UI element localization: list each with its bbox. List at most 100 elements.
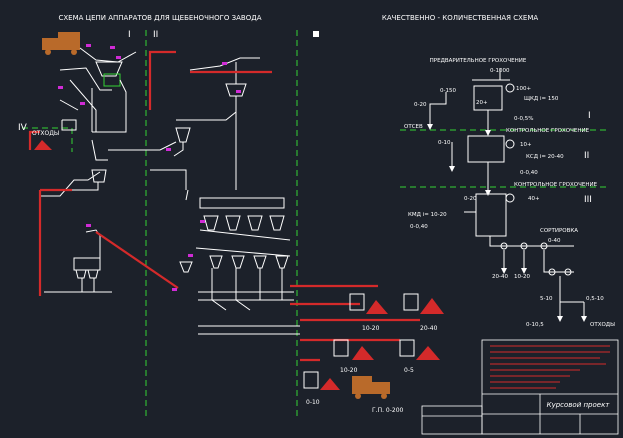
return-line-1	[40, 171, 101, 197]
crusher-box-3	[475, 193, 507, 237]
truck-top-load	[58, 32, 80, 40]
flow-top-left-1: 0-150	[440, 88, 456, 94]
flow-sort-br: 0,5-10	[586, 296, 604, 302]
flow-node-1	[505, 83, 515, 93]
sort-node-5	[564, 268, 572, 276]
truck-top-wheel-1	[45, 49, 51, 55]
sort-node-1	[500, 242, 508, 250]
title-block-left-frame	[421, 405, 483, 435]
lower-hopper-4	[275, 255, 289, 269]
pile-3	[352, 346, 374, 360]
product-label-2: 20-40	[420, 325, 438, 332]
feeder-line	[79, 47, 137, 63]
flow-stage1-roman: I	[588, 111, 591, 121]
flow-arrows	[427, 124, 587, 322]
feeder-hopper-1	[75, 269, 87, 279]
bin-2	[403, 293, 419, 311]
marker-4	[80, 102, 85, 105]
truck-bottom-wheel-2	[381, 393, 387, 399]
red-incline	[95, 231, 179, 289]
flow-node-2	[505, 139, 515, 149]
flow-stage2-roman: II	[584, 151, 589, 161]
truck-bottom-wheel-1	[355, 393, 361, 399]
stage-label-iii-box	[313, 31, 319, 37]
waste-pile	[34, 140, 52, 150]
flow-sort-feed: 0-40	[548, 238, 561, 244]
flow-sort-left: 20-40	[492, 274, 508, 280]
sort-drop-3	[543, 250, 574, 273]
cone-out	[173, 142, 184, 157]
screen-deck-2	[195, 247, 291, 257]
flow-left-1	[429, 92, 447, 124]
marker-9	[188, 254, 193, 257]
truck-top	[42, 32, 80, 55]
flow-mid-right: 10+	[520, 142, 532, 148]
flow-top-right: 20+	[476, 100, 488, 106]
stage-label-i: I	[128, 30, 131, 40]
bin-1	[349, 293, 365, 311]
flow-control-1: КОНТРОЛЬНОЕ ГРОХОЧЕНИЕ	[506, 128, 590, 134]
flow-top-right-2: 100+	[516, 86, 531, 92]
title-block-frame	[481, 339, 619, 435]
lower-hopper-3	[253, 255, 267, 269]
flow-sort-mid: 10-20	[514, 274, 530, 280]
sort-bus	[489, 236, 574, 247]
product-piles	[320, 298, 444, 390]
title-block	[421, 339, 619, 435]
product-label-1: 10-20	[362, 325, 380, 332]
flow-stage3-roman: III	[584, 195, 592, 205]
drop-2	[235, 268, 251, 311]
transfer-1	[91, 139, 108, 161]
pile-4	[416, 346, 440, 360]
flow-crush2-out: 0-0,40	[520, 170, 538, 176]
pile-1	[366, 300, 388, 314]
flow-crush3-out: 0-0,40	[410, 224, 428, 230]
sort-split-lower	[559, 276, 584, 303]
bin-5	[303, 371, 319, 389]
crusher-box-1	[473, 85, 503, 111]
flow-feed: 0-1000	[490, 68, 510, 74]
waste-hopper	[61, 119, 77, 131]
stage-label-iv: IV	[18, 123, 28, 133]
marker-6	[236, 90, 241, 93]
product-label-6: Г.П. 0-200	[372, 407, 404, 414]
red-waste	[28, 130, 40, 150]
pile-5	[320, 378, 340, 390]
stage-label-ii: II	[153, 30, 158, 40]
flow-prelim-screening: ПРЕДВАРИТЕЛЬНОЕ ГРОХОЧЕНИЕ	[430, 58, 527, 64]
side-hopper	[179, 261, 193, 273]
arrow-6	[521, 268, 527, 274]
red-conveyors	[28, 50, 420, 362]
marker-10	[86, 224, 91, 227]
screen-chute	[59, 67, 112, 91]
product-label-3: 10-20	[340, 367, 358, 374]
truck-bottom	[352, 376, 390, 399]
screen-deck	[59, 99, 79, 111]
arrow-5	[501, 268, 507, 274]
arrow-7	[557, 316, 563, 322]
feeder-block	[73, 257, 101, 271]
screen-hopper-1	[203, 215, 219, 231]
screen-hopper-3	[247, 215, 263, 231]
bin-3	[333, 339, 349, 357]
screen-bank-top	[199, 197, 285, 209]
left-connector	[150, 169, 187, 190]
screen-hopper-4	[269, 215, 285, 231]
waste-label: ОТХОДЫ	[32, 130, 59, 137]
flow-top-left-2: 0-20	[414, 102, 427, 108]
marker-3	[58, 86, 63, 89]
magenta-markers	[58, 44, 241, 291]
truck-bottom-body	[352, 382, 390, 394]
lower-hopper-1	[209, 255, 223, 269]
crusher-2-out	[70, 182, 99, 191]
flow-crush3-params: КМД i= 10-20	[408, 212, 447, 218]
arrow-3	[485, 130, 491, 136]
marker-2	[110, 46, 115, 49]
flow-sort-bl: 5-10	[540, 296, 553, 302]
product-label-4: 0-5	[404, 367, 414, 374]
flow-sorting: СОРТИРОВКА	[540, 228, 578, 234]
left-column-1	[185, 189, 189, 201]
flow-node-3	[505, 193, 515, 203]
